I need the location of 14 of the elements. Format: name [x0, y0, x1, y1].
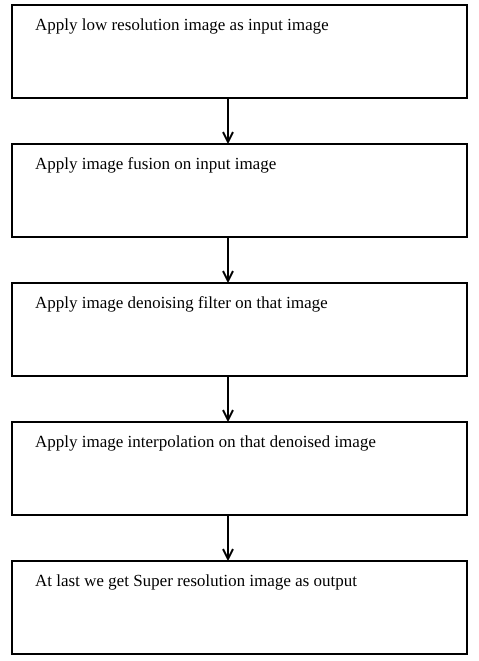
step-text: Apply image fusion on input image — [35, 153, 278, 174]
process-box — [11, 421, 468, 516]
process-box — [11, 143, 468, 238]
step-text: Apply image interpolation on that denoised image — [35, 431, 377, 452]
arrow — [222, 99, 234, 143]
process-box — [11, 282, 468, 377]
arrow — [222, 516, 234, 560]
step-text: At last we get Super resolution image as output — [35, 570, 358, 591]
arrow — [222, 238, 234, 282]
step-text: Apply low resolution image as input image — [35, 14, 330, 35]
process-box — [11, 4, 468, 99]
arrow — [222, 377, 234, 421]
process-box — [11, 560, 468, 655]
step-text: Apply image denoising filter on that image — [35, 292, 329, 313]
